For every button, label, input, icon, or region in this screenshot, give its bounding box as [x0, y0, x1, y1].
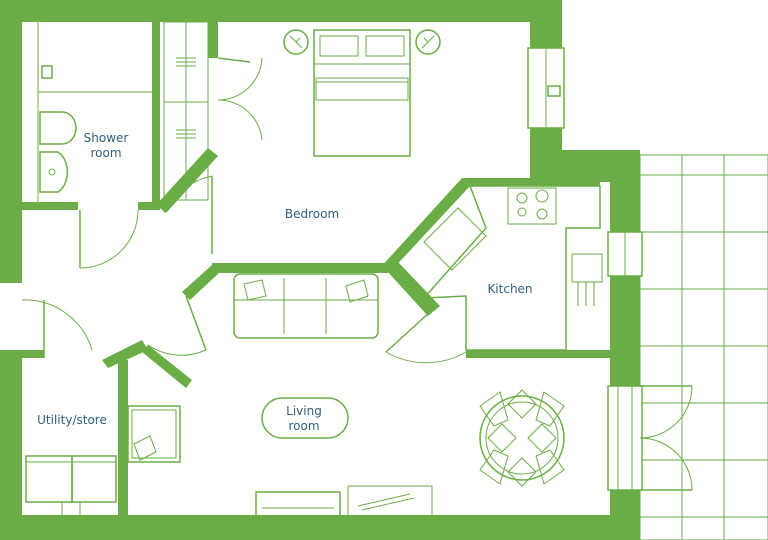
- doors: [21, 57, 693, 491]
- utility-appliances: [25, 455, 117, 517]
- armchair: [127, 405, 181, 463]
- label-kitchen: Kitchen: [487, 282, 532, 296]
- label-shower-1: Shower: [84, 131, 129, 145]
- label-living-1: Living: [286, 404, 322, 418]
- tv-unit: [255, 485, 433, 517]
- coffee-table: [261, 397, 349, 439]
- wardrobe: [163, 21, 209, 201]
- label-living-2: room: [288, 419, 319, 433]
- label-bedroom: Bedroom: [285, 207, 339, 221]
- windows: [527, 47, 643, 491]
- terrace: [639, 154, 768, 540]
- walls: [0, 0, 640, 540]
- shower-fittings: [37, 22, 152, 202]
- kitchen-units: [422, 185, 603, 351]
- room-labels: Shower room Bedroom Kitchen Living room …: [37, 131, 532, 433]
- label-shower-2: room: [90, 146, 121, 160]
- double-bed: [283, 29, 441, 157]
- sofa: [233, 273, 379, 339]
- label-utility: Utility/store: [37, 413, 107, 427]
- dining-table: [479, 389, 565, 487]
